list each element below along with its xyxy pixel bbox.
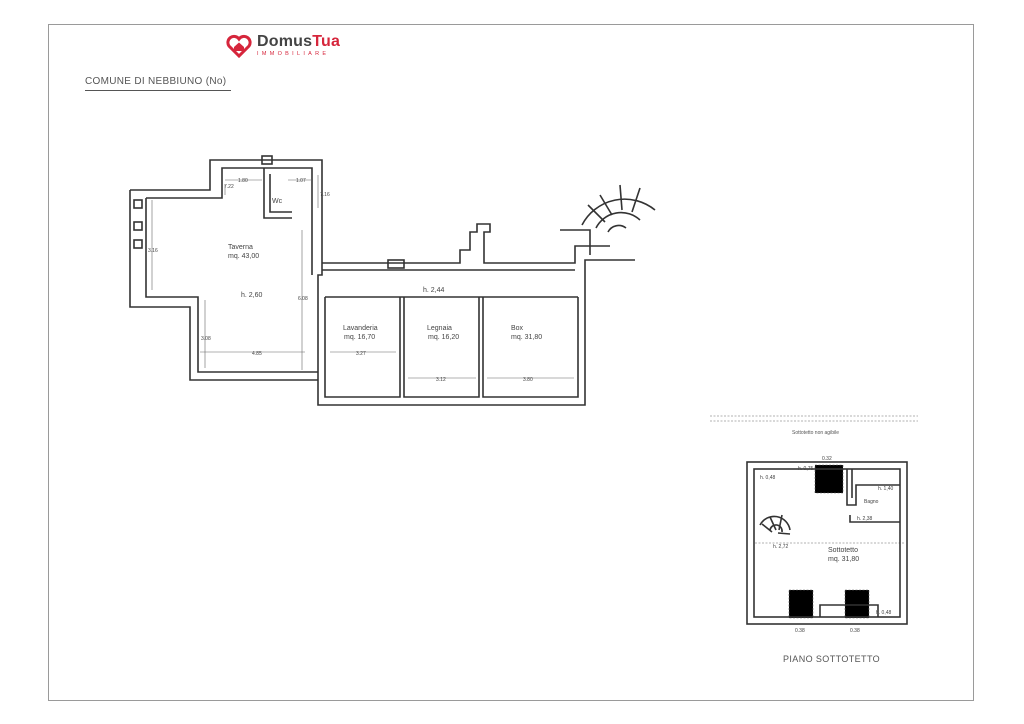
dimension-lines bbox=[151, 175, 574, 379]
room-labels: Taverna mq. 43,00 h. 2,60 Wc h. 2,44 Lav… bbox=[228, 198, 542, 341]
attic-height-label: h. 2,38 bbox=[857, 516, 873, 522]
dim-label: 1.80 bbox=[238, 178, 248, 184]
room-area-legnaia: mq. 16,20 bbox=[428, 334, 459, 341]
room-name-box: Box bbox=[511, 325, 524, 332]
room-name-bagno: Bagno bbox=[864, 499, 879, 505]
attic-height-label: 0.32 bbox=[822, 456, 832, 462]
attic-height-label: h. 0,48 bbox=[760, 475, 776, 481]
room-name-lavanderia: Lavanderia bbox=[343, 325, 378, 332]
room-area-box: mq. 31,80 bbox=[511, 334, 542, 341]
attic-note: Sottotetto non agibile bbox=[792, 430, 839, 436]
room-area-lavanderia: mq. 16,70 bbox=[344, 334, 375, 341]
comune-title: COMUNE DI NEBBIUNO (No) bbox=[85, 76, 231, 91]
dim-label: 3.08 bbox=[201, 336, 211, 342]
room-area-sottotetto: mq. 31,80 bbox=[828, 556, 859, 563]
attic-plan-title: PIANO SOTTOTETTO bbox=[783, 654, 881, 664]
drawing-sheet-frame bbox=[48, 24, 974, 701]
ground-floor-walls bbox=[129, 155, 656, 406]
attic-walls bbox=[746, 461, 908, 625]
room-name-taverna: Taverna bbox=[228, 244, 253, 251]
attic-height-label: h. 2,72 bbox=[773, 544, 789, 550]
brand-name: DomusTua bbox=[257, 33, 341, 51]
heart-house-icon bbox=[226, 34, 252, 58]
attic-height-label: 0.38 bbox=[795, 628, 805, 634]
brand-logo: DomusTua IMMOBILIARE bbox=[226, 33, 340, 59]
dim-label: 3.27 bbox=[356, 351, 366, 357]
brand-subtitle: IMMOBILIARE bbox=[257, 51, 330, 58]
dim-label: 3.16 bbox=[148, 248, 158, 254]
dim-label: 1.07 bbox=[296, 178, 306, 184]
attic-height-label: 0.38 bbox=[850, 628, 860, 634]
room-name-wc: Wc bbox=[272, 198, 283, 205]
dim-label: 7.16 bbox=[320, 192, 330, 198]
room-name-sottotetto: Sottotetto bbox=[828, 547, 858, 554]
attic-height-label: h. 0,75 bbox=[798, 466, 814, 472]
room-area-taverna: mq. 43,00 bbox=[228, 253, 259, 260]
dim-label: 3.12 bbox=[436, 377, 446, 383]
room-height-taverna: h. 2,60 bbox=[241, 292, 263, 299]
dim-label: 7.22 bbox=[224, 184, 234, 190]
dimension-labels: 1.80 1.07 7.22 7.16 3.16 6.08 3.08 4.85 … bbox=[148, 178, 533, 383]
attic-room-labels: Sottotetto mq. 31,80 bbox=[828, 547, 859, 563]
attic-height-label: h. 0,48 bbox=[876, 610, 892, 616]
attic-height-label: h. 1,40 bbox=[878, 486, 894, 492]
dim-label: 3.80 bbox=[523, 377, 533, 383]
common-height: h. 2,44 bbox=[423, 287, 445, 294]
attic-dashed-lines bbox=[710, 415, 918, 619]
room-name-legnaia: Legnaia bbox=[427, 325, 452, 332]
attic-labels: h. 0,48 h. 0,75 h. 1,40 h. 2,38 h. 2,72 … bbox=[760, 456, 894, 634]
dim-label: 6.08 bbox=[298, 296, 308, 302]
dim-label: 4.85 bbox=[252, 351, 262, 357]
